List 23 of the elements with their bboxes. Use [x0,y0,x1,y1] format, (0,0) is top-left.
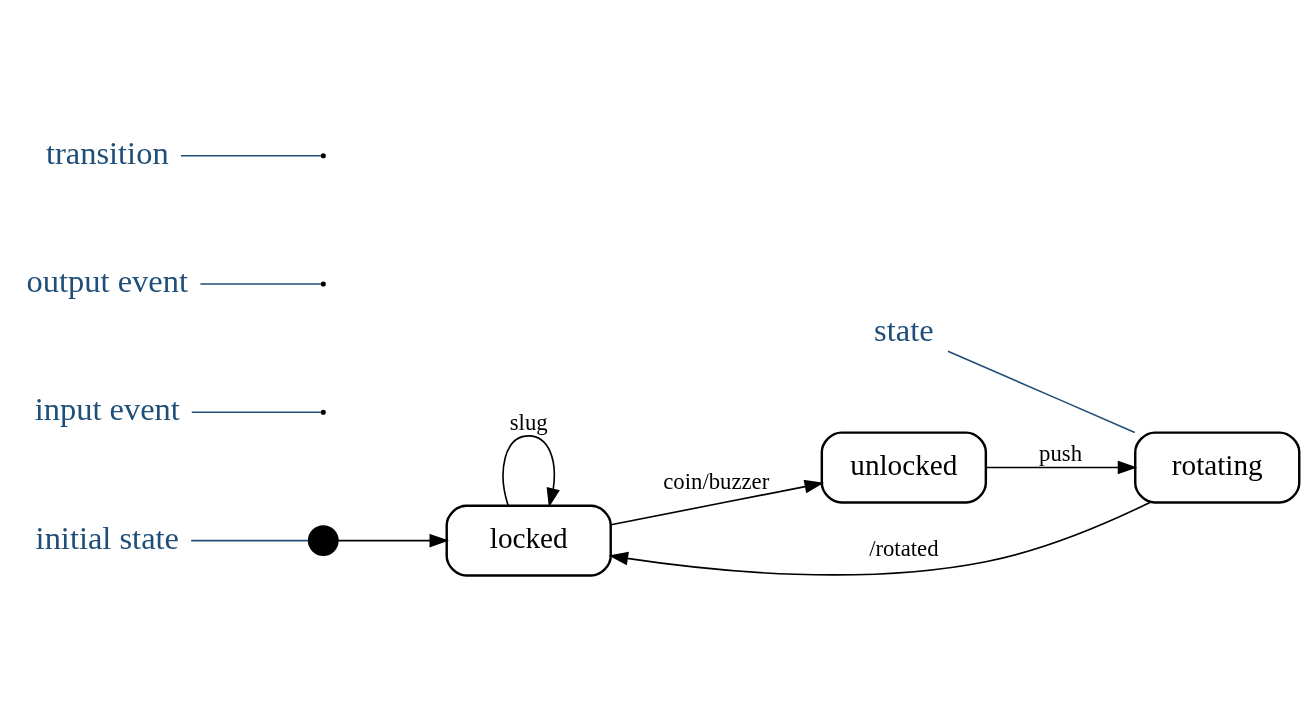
node-box: locked [445,503,612,577]
connector [180,154,323,157]
edge-label: slug [509,409,548,435]
node-text: initial state [35,519,179,556]
node-box: rotating [1134,430,1301,504]
arrow [502,434,560,508]
arrow [985,460,1138,474]
node-text: state [874,311,934,348]
node-circle [307,524,339,556]
arrow [337,533,449,547]
arrow [610,479,825,526]
edge-label: push [1039,440,1082,466]
edge-label: /rotated [869,535,939,561]
edge-label: coin/buzzer [663,468,770,494]
connector [947,349,1136,433]
connector [190,539,310,541]
node-text: transition [45,134,169,171]
node-text: input event [34,390,180,427]
node-box: unlocked [820,430,988,504]
connector [199,282,323,285]
arrow [608,501,1151,576]
connector [190,411,323,413]
node-text: output event [26,262,189,299]
